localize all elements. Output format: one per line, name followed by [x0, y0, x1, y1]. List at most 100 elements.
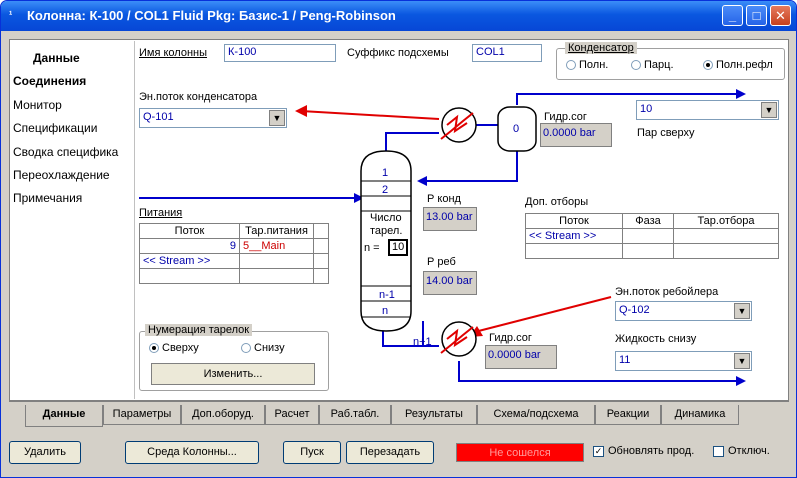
side-draws-col-phase: Фаза [622, 213, 674, 229]
sidebar-item-specs[interactable]: Спецификации [13, 121, 98, 135]
reboiler-hydraulic-value: 0.0000 bar [488, 349, 541, 361]
feeds-label: Питания [139, 207, 183, 219]
run-button[interactable]: Пуск [283, 441, 341, 464]
tab-data[interactable]: Данные [25, 405, 103, 427]
bottoms-value: 11 [619, 354, 631, 366]
tab-dynamics[interactable]: Динамика [661, 405, 739, 425]
chevron-down-icon[interactable]: ▼ [734, 353, 750, 369]
disable-checkbox[interactable]: Отключ. [713, 445, 770, 457]
tab-reactions[interactable]: Реакции [595, 405, 661, 425]
update-products-checkbox[interactable]: ✓Обновлять прод. [593, 445, 694, 457]
reboiler-hydraulic-label: Гидр.сог [489, 332, 532, 344]
sidebar-item-spec-summary[interactable]: Сводка специфика [13, 145, 119, 159]
feed-tray-cell[interactable]: 5__Main [239, 238, 314, 254]
feeds-col-stream: Поток [139, 223, 240, 239]
sidebar-item-monitor[interactable]: Монитор [13, 98, 62, 112]
tab-extra-equipment[interactable]: Доп.оборуд. [181, 405, 265, 425]
bottoms-select[interactable]: 11 ▼ [615, 351, 752, 371]
tray-numbering-title: Нумерация тарелок [145, 324, 253, 336]
title-bar[interactable]: ¹ Колонна: К-100 / COL1 Fluid Pkg: Базис… [1, 1, 796, 31]
overhead-vapour-line [516, 93, 736, 105]
change-numbering-button[interactable]: Изменить... [151, 363, 315, 385]
tab-results[interactable]: Результаты [391, 405, 477, 425]
reboiler-energy-value: Q-102 [619, 304, 650, 316]
disable-label: Отключ. [728, 445, 770, 457]
status-badge: Не сошелся [456, 443, 584, 462]
side-draw-tray-cell[interactable] [673, 228, 779, 244]
feeds-col-tray: Тар.питания [239, 223, 314, 239]
tray-numbering-bottom-option[interactable]: Снизу [241, 342, 285, 354]
reboiler-pressure-field[interactable]: 14.00 bar [423, 271, 477, 295]
reflux-arrow [417, 176, 427, 186]
table-row[interactable]: << Stream >> [139, 253, 329, 269]
column-environment-button[interactable]: Среда Колонны... [125, 441, 259, 464]
update-products-label: Обновлять прод. [608, 445, 695, 457]
tray-count-label-2: тарел. [370, 225, 403, 237]
tab-worksheet[interactable]: Раб.табл. [319, 405, 391, 425]
reset-button[interactable]: Перезадать [346, 441, 434, 464]
table-row[interactable]: << Stream >> [525, 228, 779, 244]
chevron-down-icon[interactable]: ▼ [269, 110, 285, 126]
delete-button[interactable]: Удалить [9, 441, 81, 464]
column-name-input[interactable]: К-100 [224, 44, 336, 62]
subscheme-suffix-input[interactable]: COL1 [472, 44, 542, 62]
feed-stream-cell[interactable]: 9 [139, 238, 240, 254]
condenser-option-total[interactable]: Полн. [566, 59, 608, 71]
overhead-vapour-select[interactable]: 10 ▼ [636, 100, 779, 120]
reboiler-energy-select[interactable]: Q-102 ▼ [615, 301, 752, 321]
tab-strip [9, 401, 789, 402]
sidebar-divider [134, 41, 135, 399]
condenser-option-partial[interactable]: Парц. [631, 59, 674, 71]
condenser-option-total-reflux-label: Полн.рефл [716, 59, 773, 71]
condenser-energy-value: Q-101 [143, 111, 174, 123]
sidebar-item-notes[interactable]: Примечания [13, 191, 83, 205]
tray-n-label-bottom: n [382, 305, 389, 317]
tab-calculation[interactable]: Расчет [265, 405, 319, 425]
close-button[interactable]: ✕ [770, 5, 791, 26]
feed-arrow [354, 193, 364, 203]
tray-count-input[interactable]: 10 [388, 239, 408, 256]
sidebar-item-connections[interactable]: Соединения [13, 74, 87, 88]
tray-numbering-top-label: Сверху [162, 342, 199, 354]
tray-numbering-bottom-label: Снизу [254, 342, 285, 354]
radio-icon [566, 60, 576, 71]
chevron-down-icon[interactable]: ▼ [761, 102, 777, 118]
feed-stream-cell[interactable]: << Stream >> [139, 253, 240, 269]
condenser-group-title: Конденсатор [565, 42, 637, 54]
feed-tray-cell[interactable] [239, 253, 314, 269]
condenser-energy-select[interactable]: Q-101 ▼ [139, 108, 287, 128]
reboiler-hydraulic-field[interactable]: 0.0000 bar [485, 345, 557, 369]
condenser-option-total-label: Полн. [579, 59, 609, 71]
tab-parameters[interactable]: Параметры [103, 405, 181, 425]
side-draw-stream-cell[interactable]: << Stream >> [525, 228, 623, 244]
condenser-hydraulic-value: 0.0000 bar [543, 127, 596, 139]
condenser-option-partial-label: Парц. [644, 59, 674, 71]
chevron-down-icon[interactable]: ▼ [734, 303, 750, 319]
overhead-vapour-value: 10 [640, 103, 653, 115]
radio-icon [241, 343, 251, 354]
minimize-button[interactable]: _ [722, 5, 743, 26]
condenser-pressure-field[interactable]: 13.00 bar [423, 207, 477, 231]
column-name-label: Имя колонны [139, 47, 208, 59]
maximize-button[interactable]: □ [746, 5, 767, 26]
reboiler-energy-line [458, 296, 612, 337]
reflux-drum-icon [497, 106, 537, 152]
radio-icon [631, 60, 641, 71]
condenser-energy-label: Эн.поток конденсатора [139, 91, 258, 103]
sidebar-item-subcooling[interactable]: Переохлаждение [13, 168, 110, 182]
bottoms-line [458, 361, 736, 382]
window-title: Колонна: К-100 / COL1 Fluid Pkg: Базис-1… [27, 8, 396, 23]
condenser-group [556, 48, 785, 80]
reboiler-energy-label: Эн.поток ребойлера [615, 286, 719, 298]
tray-numbering-top-option[interactable]: Сверху [149, 342, 199, 354]
condenser-option-total-reflux[interactable]: Полн.рефл [703, 59, 781, 71]
condenser-hydraulic-field[interactable]: 0.0000 bar [540, 123, 612, 147]
side-draw-phase-cell[interactable] [622, 228, 674, 244]
tab-flowsheet[interactable]: Схема/подсхема [477, 405, 595, 425]
condenser-energy-line [300, 110, 440, 120]
